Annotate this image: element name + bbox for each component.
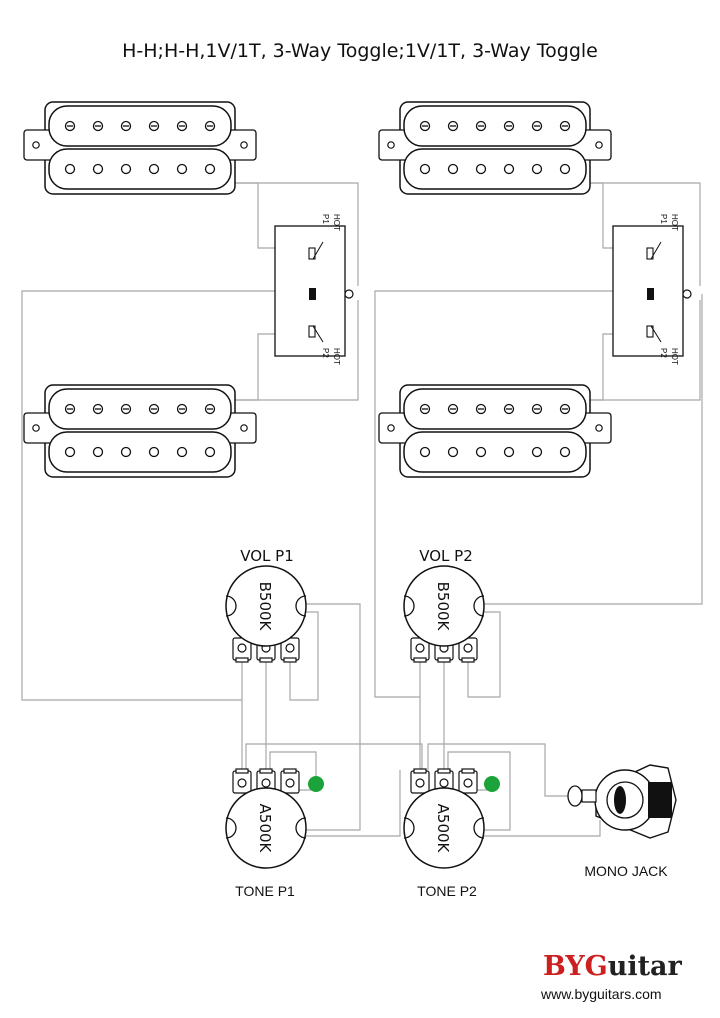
tone-p1-knob[interactable]: A500K: [225, 768, 307, 869]
vol-p2-value: B500K: [434, 582, 452, 632]
svg-text:P2: P2: [321, 348, 330, 358]
svg-text:HOT: HOT: [670, 214, 679, 231]
svg-text:HOT: HOT: [670, 348, 679, 365]
tone-p2-value: A500K: [434, 804, 452, 854]
wiring-left: [21, 182, 423, 831]
toggle-labels-p1: HOT P1 HOT P2: [321, 214, 341, 365]
vol-p2-label: VOL P2: [419, 547, 473, 565]
vol-p1-knob[interactable]: B500K: [225, 565, 307, 663]
vol-p1-label: VOL P1: [240, 547, 294, 565]
bridge-humbucker-p2: [378, 384, 612, 478]
diagram-title: H-H;H-H,1V/1T, 3-Way Toggle;1V/1T, 3-Way…: [122, 40, 598, 62]
tone-capacitor-p2: [484, 776, 500, 792]
neck-humbucker-p2: [378, 101, 612, 195]
mono-jack: [567, 764, 677, 839]
svg-text:P1: P1: [659, 214, 668, 224]
tone-p1-value: A500K: [256, 804, 274, 854]
toggle-switch-p2: [612, 225, 692, 357]
brand-url[interactable]: www.byguitars.com: [540, 986, 662, 1002]
toggle-switch-p1: [274, 225, 354, 357]
svg-text:P2: P2: [659, 348, 668, 358]
svg-text:HOT: HOT: [332, 214, 341, 231]
bridge-humbucker-p1: [23, 384, 257, 478]
svg-text:HOT: HOT: [332, 348, 341, 365]
vol-p1-value: B500K: [256, 582, 274, 632]
brand-logo: BYGuitar: [543, 951, 683, 982]
svg-text:P1: P1: [321, 214, 330, 224]
vol-p2-knob[interactable]: B500K: [403, 565, 485, 663]
tone-p2-knob[interactable]: A500K: [403, 768, 485, 869]
tone-capacitor-p1: [308, 776, 324, 792]
tone-p1-label: TONE P1: [235, 883, 295, 899]
toggle-labels-p2: HOT P1 HOT P2: [659, 214, 679, 365]
neck-humbucker-p1: [23, 101, 257, 195]
mono-jack-label: MONO JACK: [584, 863, 668, 879]
tone-p2-label: TONE P2: [417, 883, 477, 899]
